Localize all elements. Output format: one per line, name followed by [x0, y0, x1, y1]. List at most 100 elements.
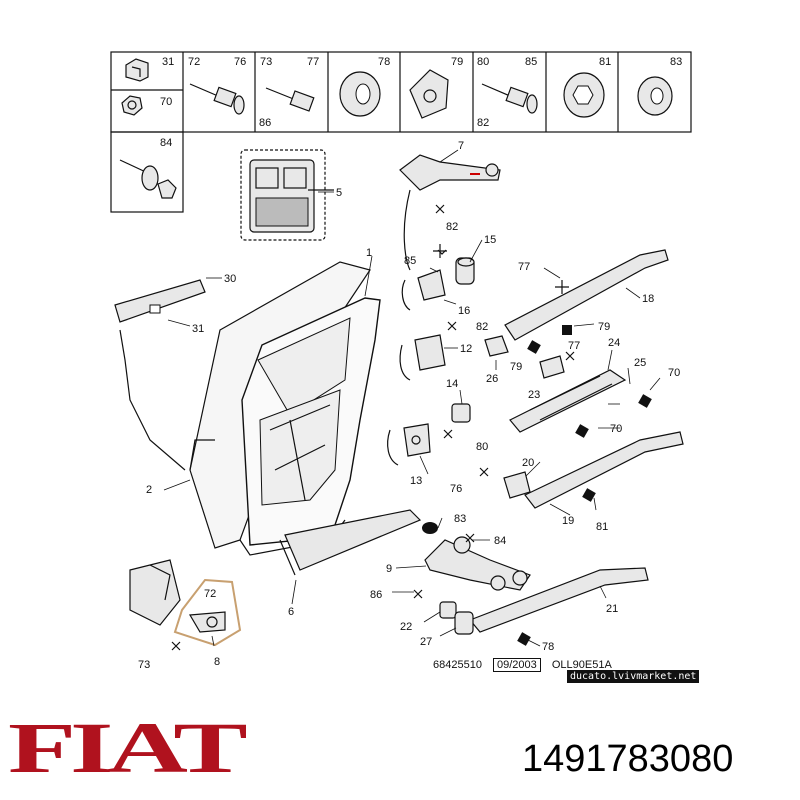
callout-82a: 82	[446, 221, 458, 233]
part-14	[451, 403, 471, 423]
hinge-12	[399, 334, 446, 381]
callout-83: 83	[454, 513, 466, 525]
callout-7: 7	[458, 140, 464, 152]
legend-label-86: 86	[259, 117, 271, 129]
callout-79a: 79	[598, 321, 610, 333]
upper-hinge	[399, 154, 501, 271]
legend-label-72: 72	[188, 56, 200, 68]
website-label: ducato.lvivmarket.net	[567, 670, 700, 683]
door-inner-frame	[239, 297, 381, 556]
fiat-logo: FIAT	[8, 708, 248, 788]
callout-6: 6	[288, 606, 294, 618]
trim-panel-inset	[240, 149, 334, 241]
callout-72: 72	[204, 588, 216, 600]
callout-82b: 82	[476, 321, 488, 333]
callout-23: 23	[528, 389, 540, 401]
guide-block	[509, 369, 627, 433]
callout-20: 20	[522, 457, 534, 469]
legend-label-79: 79	[451, 56, 463, 68]
part-27	[454, 611, 474, 635]
legend-label-70: 70	[160, 96, 172, 108]
callout-19: 19	[562, 515, 574, 527]
part-number: 1491783080	[522, 738, 734, 780]
clip-icon	[125, 58, 149, 82]
latch-assembly	[129, 559, 181, 626]
callout-86: 86	[370, 589, 382, 601]
callout-labels: 1 2 5 6 7 8 9 12 13 14 15 16 18 19 20 21…	[138, 140, 680, 671]
callout-26: 26	[486, 373, 498, 385]
legend-label-76: 76	[234, 56, 246, 68]
clip-nut-icon	[409, 69, 449, 119]
callout-13: 13	[410, 475, 422, 487]
hinge-16	[401, 269, 446, 311]
fastener-markers	[171, 204, 652, 651]
middle-rail	[524, 431, 684, 509]
callout-70a: 70	[668, 367, 680, 379]
fastener-legend: 31 70 72 76 73 77 86 78 79 80 85 82 81 8…	[110, 51, 692, 213]
callout-77a: 77	[518, 261, 530, 273]
legend-label-31: 31	[162, 56, 174, 68]
callout-16: 16	[458, 305, 470, 317]
callout-80: 80	[476, 441, 488, 453]
part-13	[387, 423, 431, 466]
callout-1: 1	[366, 247, 372, 259]
callout-79b: 79	[510, 361, 522, 373]
doc-date: 09/2003	[493, 658, 541, 672]
callout-78: 78	[542, 641, 554, 653]
legend-label-73: 73	[260, 56, 272, 68]
callout-81: 81	[596, 521, 608, 533]
bolt-icon-2	[481, 83, 538, 114]
callout-9: 9	[386, 563, 392, 575]
callout-25: 25	[634, 357, 646, 369]
diagram-reference-codes: 68425510 09/2003 OLL90E51A	[433, 658, 620, 672]
part-22	[439, 601, 457, 619]
callout-22: 22	[400, 621, 412, 633]
callout-76: 76	[450, 483, 462, 495]
roller-15	[455, 257, 475, 285]
callout-21: 21	[606, 603, 618, 615]
callout-24: 24	[608, 337, 620, 349]
callout-70b: 70	[610, 423, 622, 435]
callout-8: 8	[214, 656, 220, 668]
screw-icon	[265, 87, 315, 112]
legend-label-82: 82	[477, 117, 489, 129]
legend-label-85: 85	[525, 56, 537, 68]
callout-12: 12	[460, 343, 472, 355]
washer-icon	[339, 71, 381, 117]
leader-lines	[163, 149, 661, 647]
highlighted-hinge-8	[173, 578, 242, 647]
legend-label-83: 83	[670, 56, 682, 68]
part-20	[503, 471, 531, 499]
nut-icon	[121, 95, 143, 116]
doc-number: 68425510	[433, 659, 482, 671]
part-23	[539, 355, 565, 379]
callout-14: 14	[446, 378, 458, 390]
callout-31: 31	[192, 323, 204, 335]
doc-ref: OLL90E51A	[551, 659, 612, 671]
callout-30: 30	[224, 273, 236, 285]
seal-strip	[114, 279, 206, 323]
legend-label-77: 77	[307, 56, 319, 68]
callout-5: 5	[336, 187, 342, 199]
stud-bolt-icon	[119, 159, 177, 199]
callout-2: 2	[146, 484, 152, 496]
callout-18: 18	[642, 293, 654, 305]
bolt-icon	[189, 83, 245, 115]
callout-77b: 77	[568, 340, 580, 352]
callout-85: 85	[404, 255, 416, 267]
legend-label-81: 81	[599, 56, 611, 68]
roller-carriage-9	[424, 536, 531, 591]
callout-73: 73	[138, 659, 150, 671]
callout-84: 84	[494, 535, 506, 547]
legend-label-78: 78	[378, 56, 390, 68]
upper-rail	[504, 249, 669, 341]
callout-15: 15	[484, 234, 496, 246]
bottom-rail	[469, 567, 649, 633]
legend-label-84: 84	[160, 137, 172, 149]
hex-washer-icon	[563, 72, 605, 118]
flat-washer-icon	[637, 76, 673, 116]
callout-27: 27	[420, 636, 432, 648]
part-26	[484, 335, 509, 357]
